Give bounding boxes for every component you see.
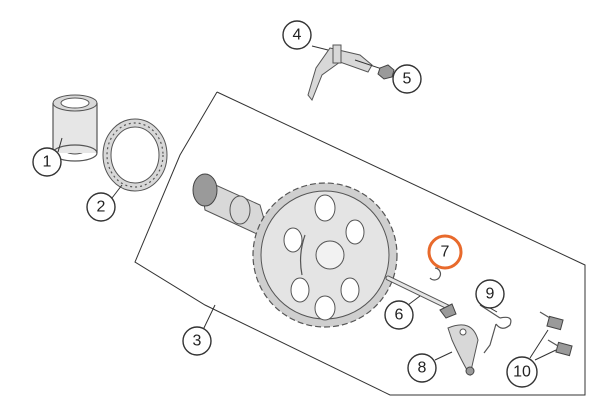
callout-3-label: 3 — [193, 333, 202, 350]
callout-6: 6 — [384, 300, 414, 330]
part-spring — [479, 304, 512, 354]
leader-8 — [434, 351, 453, 361]
callout-8-label: 8 — [418, 360, 427, 377]
callout-2-label: 2 — [97, 199, 106, 216]
leader-3 — [201, 304, 216, 333]
callout-4: 4 — [282, 20, 312, 50]
callout-3: 3 — [182, 326, 212, 356]
leader-1 — [57, 137, 63, 153]
part-shaft-pin — [385, 275, 457, 319]
part-circlip — [429, 267, 441, 281]
part-needle-bearing — [52, 94, 98, 162]
callout-10: 10 — [506, 356, 538, 388]
callout-8: 8 — [407, 353, 437, 383]
callout-9: 9 — [475, 279, 505, 309]
part-segment — [447, 324, 479, 377]
leader-2 — [111, 184, 123, 199]
leader-10b — [534, 349, 557, 361]
part-sprocket-assembly — [192, 173, 398, 328]
part-roller-bearing — [102, 118, 168, 192]
callout-7-label: 7 — [441, 244, 450, 261]
leader-9 — [489, 307, 498, 313]
callout-1: 1 — [32, 147, 62, 177]
part-screws — [539, 311, 573, 357]
callout-5-label: 5 — [403, 71, 412, 88]
callout-4-label: 4 — [293, 27, 302, 44]
callout-10-label: 10 — [513, 364, 531, 381]
part-nut — [377, 64, 395, 80]
callout-9-label: 9 — [486, 286, 495, 303]
leader-6 — [407, 295, 421, 306]
callout-7-highlighted: 7 — [427, 234, 463, 270]
callout-1-label: 1 — [43, 154, 52, 171]
leader-4 — [311, 45, 329, 51]
assembly-outline — [134, 91, 586, 396]
callout-5: 5 — [392, 64, 422, 94]
callout-6-label: 6 — [395, 307, 404, 324]
callout-2: 2 — [86, 192, 116, 222]
part-shift-fork — [307, 44, 386, 101]
leader-10 — [529, 329, 549, 359]
